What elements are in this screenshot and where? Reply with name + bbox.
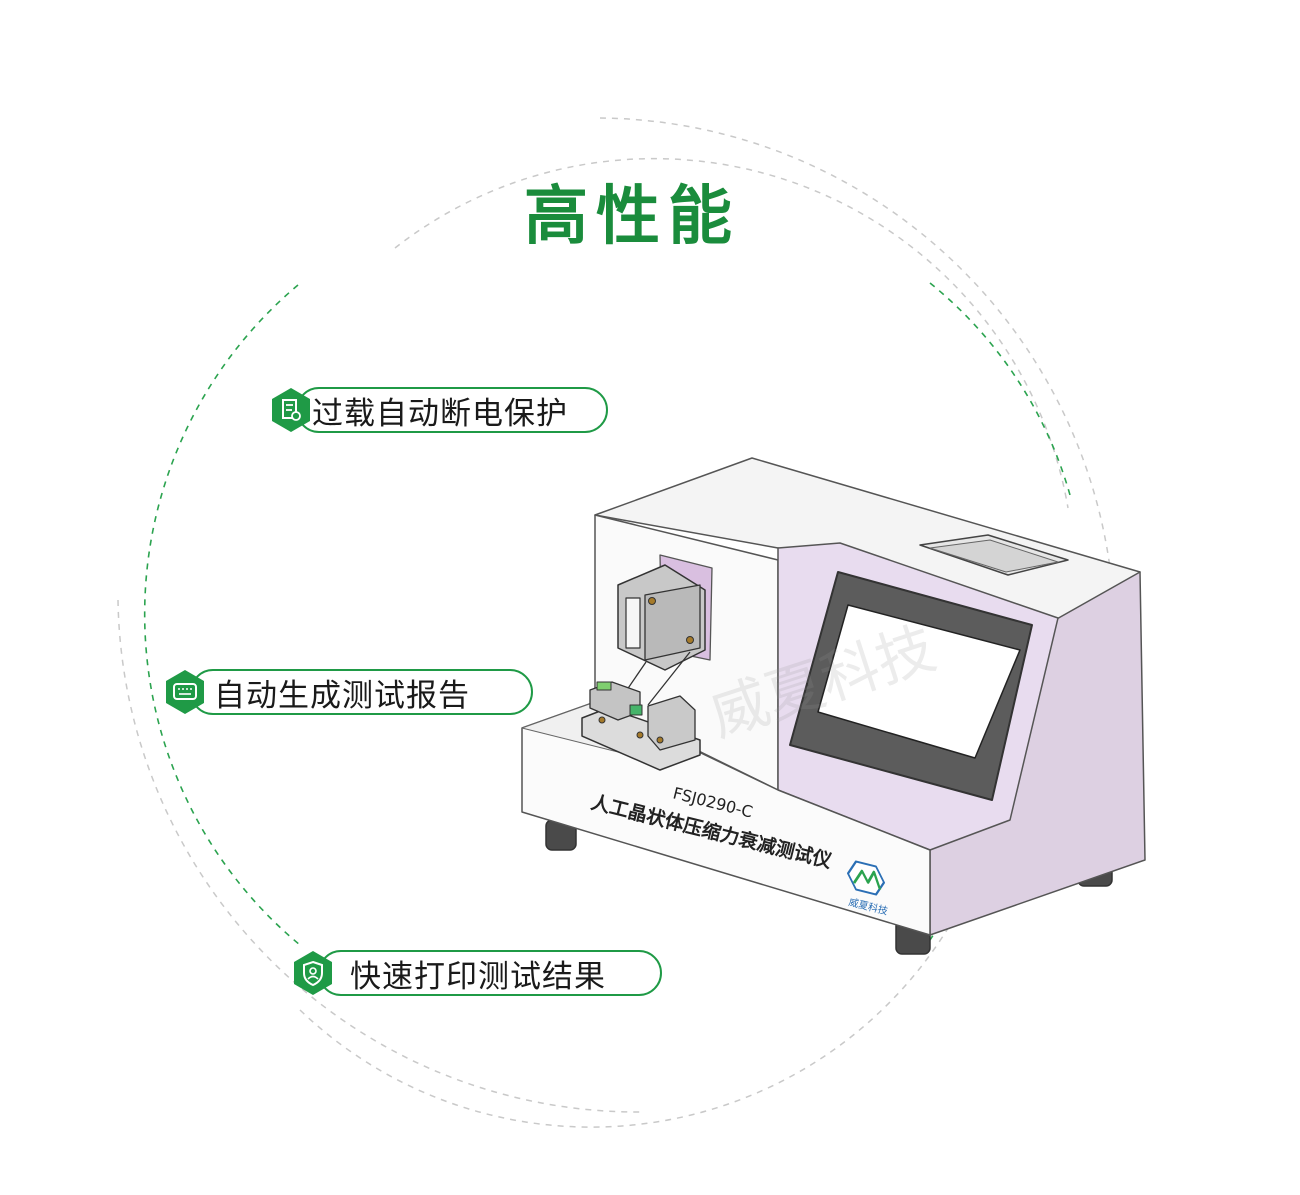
- feature-label: 自动生成测试报告: [214, 677, 470, 714]
- feature-label: 快速打印测试结果: [350, 958, 606, 995]
- feature-overload-protection: 过载自动断电保护: [296, 387, 608, 433]
- shield-user-icon: [294, 951, 332, 995]
- screen-display: [817, 604, 1021, 759]
- feature-label: 过载自动断电保护: [312, 395, 568, 432]
- feature-fast-print: 快速打印测试结果: [318, 950, 662, 996]
- keyboard-icon: [166, 670, 204, 714]
- housing-top: [594, 457, 1141, 621]
- brand-logo: [847, 860, 885, 896]
- page-title: 高性能: [524, 180, 740, 254]
- document-icon: [272, 388, 310, 432]
- feature-auto-report: 自动生成测试报告: [190, 669, 533, 715]
